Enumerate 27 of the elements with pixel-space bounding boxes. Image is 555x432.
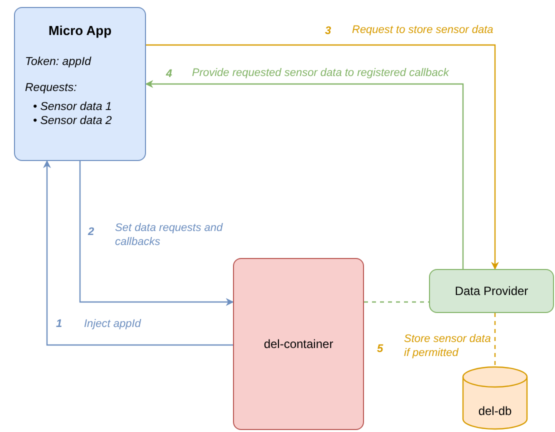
- token-text: Token: appId: [25, 56, 92, 68]
- edge-label: Inject appId: [84, 317, 141, 331]
- dashed-connector: [494, 313, 496, 366]
- app-box: [14, 7, 146, 161]
- node-title: Micro App: [47, 23, 113, 38]
- dashed-connector: [364, 301, 429, 303]
- requests-heading: Requests:: [25, 82, 77, 94]
- step-number: 3: [325, 24, 332, 38]
- edge-label: Provide requested sensor data to registered callback: [192, 66, 449, 80]
- step-number: 5: [377, 342, 384, 356]
- node-label: del-db: [477, 404, 513, 418]
- edge-label: Set data requests and callbacks: [115, 221, 224, 249]
- arrow: [145, 80, 464, 269]
- provider-box: [429, 269, 554, 313]
- step-number: 4: [166, 67, 172, 81]
- edge-label: Store sensor data if permitted: [404, 332, 492, 360]
- step-number: 1: [56, 317, 62, 331]
- node-label: del-container: [264, 337, 334, 351]
- list-item: • Sensor data 2: [33, 114, 112, 128]
- step-number: 2: [88, 225, 94, 239]
- arrow: [43, 160, 233, 346]
- list-item: • Sensor data 1: [33, 100, 112, 114]
- arrow: [79, 161, 234, 306]
- arrow: [146, 44, 499, 270]
- node-label: Data Provider: [454, 284, 528, 298]
- edge-label: Request to store sensor data: [352, 23, 494, 37]
- container-box: [233, 258, 364, 430]
